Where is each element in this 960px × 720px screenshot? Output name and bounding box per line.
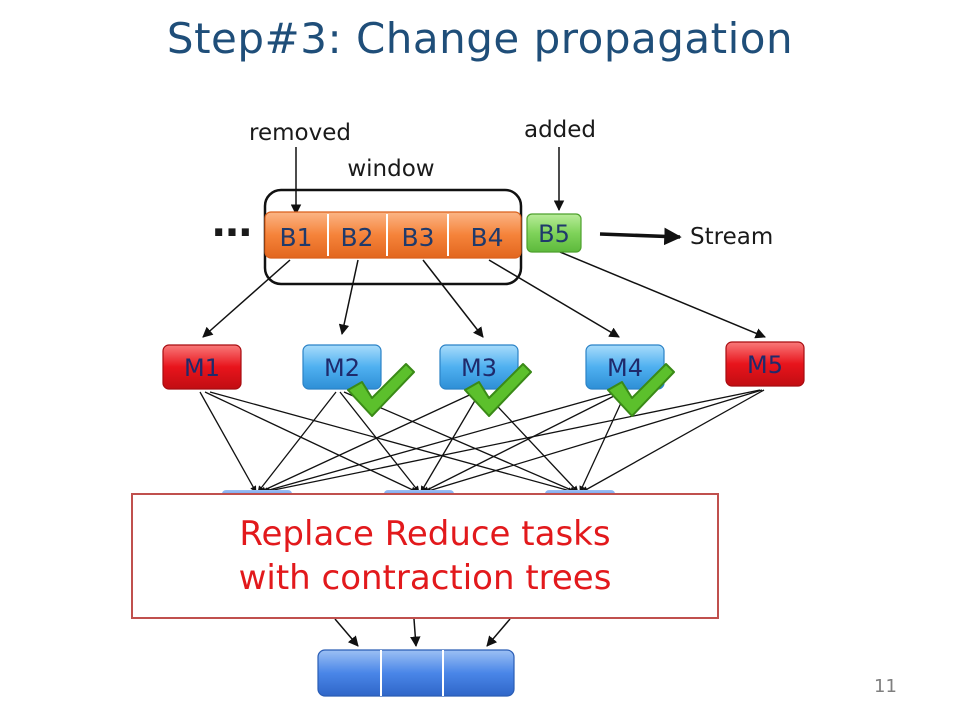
mapper-m3: M3 xyxy=(439,344,519,390)
mapper-m5: M5 xyxy=(725,341,805,387)
svg-text:M2: M2 xyxy=(324,354,360,382)
shuffle-edges xyxy=(199,389,765,495)
mapper-m4: M4 xyxy=(585,344,665,390)
stream-arrow xyxy=(599,227,682,246)
window-blocks: B1 B2 B3 B4 xyxy=(264,211,522,259)
block-b5-added: B5 xyxy=(526,213,582,253)
svg-text:M4: M4 xyxy=(607,354,643,382)
check-icon xyxy=(347,363,415,417)
svg-text:M3: M3 xyxy=(461,354,497,382)
callout-line-1: Replace Reduce tasks xyxy=(239,513,611,554)
page-number: 11 xyxy=(874,676,897,697)
block-b1: B1 xyxy=(279,223,312,252)
reducer-to-output-edges xyxy=(334,618,511,648)
block-to-mapper-edges xyxy=(202,251,766,339)
block-b2: B2 xyxy=(340,223,373,252)
slide-title: Step#3: Change propagation xyxy=(166,14,794,63)
block-b3: B3 xyxy=(401,223,434,252)
output-block xyxy=(317,649,515,697)
block-b5: B5 xyxy=(538,220,570,248)
mapper-m2: M2 xyxy=(302,344,382,390)
mapper-m1: M1 xyxy=(162,344,242,390)
block-b4: B4 xyxy=(470,223,503,252)
added-label: added xyxy=(524,117,596,143)
svg-text:M5: M5 xyxy=(747,351,783,379)
check-icon xyxy=(464,363,532,417)
svg-text:M1: M1 xyxy=(184,354,220,382)
callout-line-2: with contraction trees xyxy=(238,558,612,598)
window-label: window xyxy=(347,156,434,182)
check-icon xyxy=(607,363,675,417)
ellipsis-label: … xyxy=(212,200,252,246)
callout-box: Replace Reduce tasks with contraction tr… xyxy=(131,493,719,619)
stream-label: Stream xyxy=(690,224,773,250)
removed-label: removed xyxy=(249,120,351,146)
